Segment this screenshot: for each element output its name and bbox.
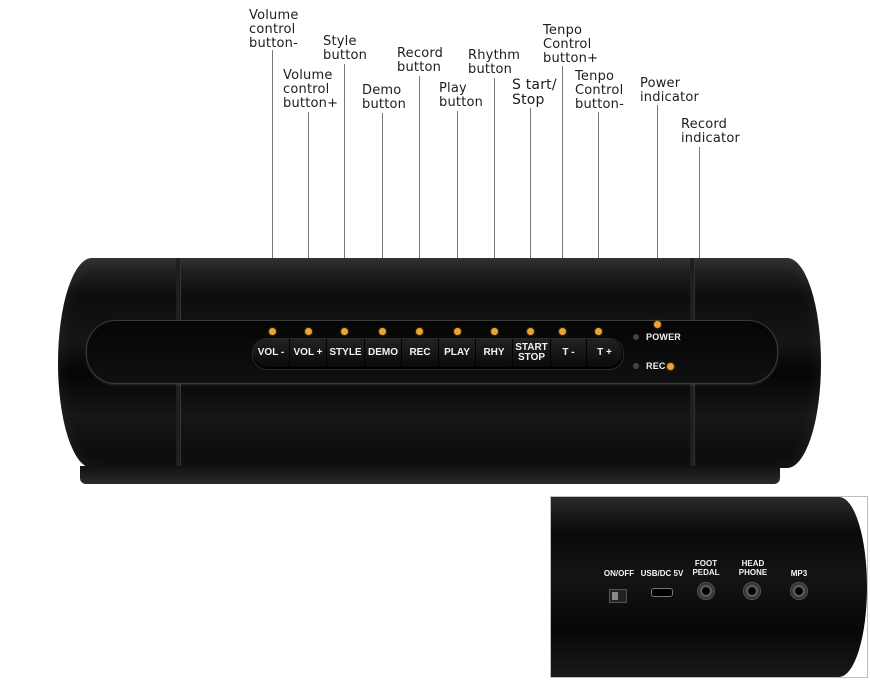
leader-line	[272, 50, 273, 330]
callout-volume-plus: Volume control button+	[283, 68, 339, 111]
power-indicator-label: POWER	[646, 332, 682, 342]
callout-tempo-minus: Tenpo Control button-	[575, 69, 624, 112]
marker-dot	[305, 328, 312, 335]
style-button[interactable]: STYLE	[327, 339, 365, 367]
leader-line	[598, 112, 599, 330]
marker-dot	[416, 328, 423, 335]
tempo-plus-button[interactable]: T +	[587, 339, 623, 367]
port-detail-inset: ON/OFF USB/DC 5V FOOT PEDAL HEAD PHONE M…	[550, 496, 868, 678]
leader-line	[419, 76, 420, 330]
callout-volume-minus: Volume control button-	[249, 8, 299, 51]
leader-line	[530, 108, 531, 330]
tempo-minus-button[interactable]: T -	[551, 339, 587, 367]
callout-start-stop: S tart/ Stop	[512, 77, 557, 108]
leader-line	[699, 147, 700, 367]
callout-rhythm: Rhythm button	[468, 48, 521, 77]
marker-dot	[595, 328, 602, 335]
rhy-button[interactable]: RHY	[476, 339, 513, 367]
marker-dot	[491, 328, 498, 335]
leader-line	[344, 64, 345, 330]
foot-pedal-label: FOOT PEDAL	[692, 559, 720, 577]
rec-led	[633, 363, 639, 369]
marker-dot	[559, 328, 566, 335]
marker-dot	[379, 328, 386, 335]
marker-dot	[667, 363, 674, 370]
callout-record-button: Record button	[397, 46, 444, 75]
headphone-jack[interactable]	[743, 582, 761, 600]
leader-line	[308, 112, 309, 330]
callout-tempo-plus: Tenpo Control button+	[543, 23, 599, 66]
on-off-label: ON/OFF	[603, 569, 635, 578]
callout-power-indicator: Power indicator	[640, 76, 700, 105]
mp3-label: MP3	[790, 569, 808, 578]
vol-minus-button[interactable]: VOL -	[253, 339, 290, 367]
callout-play: Play button	[439, 81, 484, 110]
vol-plus-button[interactable]: VOL +	[290, 339, 327, 367]
callout-demo: Demo button	[362, 83, 407, 112]
rec-indicator-label: REC	[646, 361, 666, 371]
demo-button[interactable]: DEMO	[365, 339, 402, 367]
leader-line	[657, 105, 658, 324]
usb-label: USB/DC 5V	[640, 569, 684, 578]
play-button[interactable]: PLAY	[439, 339, 476, 367]
foot-pedal-jack[interactable]	[697, 582, 715, 600]
keyboard-base	[80, 466, 780, 484]
marker-dot	[527, 328, 534, 335]
marker-dot	[454, 328, 461, 335]
rec-button[interactable]: REC	[402, 339, 439, 367]
leader-line	[562, 66, 563, 330]
callout-record-indicator: Record indicator	[681, 117, 741, 146]
leader-line	[382, 113, 383, 330]
leader-line	[457, 111, 458, 330]
marker-dot	[654, 321, 661, 328]
headphone-label: HEAD PHONE	[738, 559, 768, 577]
marker-dot	[269, 328, 276, 335]
marker-dot	[341, 328, 348, 335]
power-switch[interactable]	[609, 589, 627, 603]
callout-style: Style button	[323, 34, 368, 63]
leader-line	[494, 78, 495, 330]
power-led	[633, 334, 639, 340]
start-stop-button[interactable]: START STOP	[513, 339, 551, 367]
mp3-jack[interactable]	[790, 582, 808, 600]
usb-port[interactable]	[651, 588, 673, 597]
